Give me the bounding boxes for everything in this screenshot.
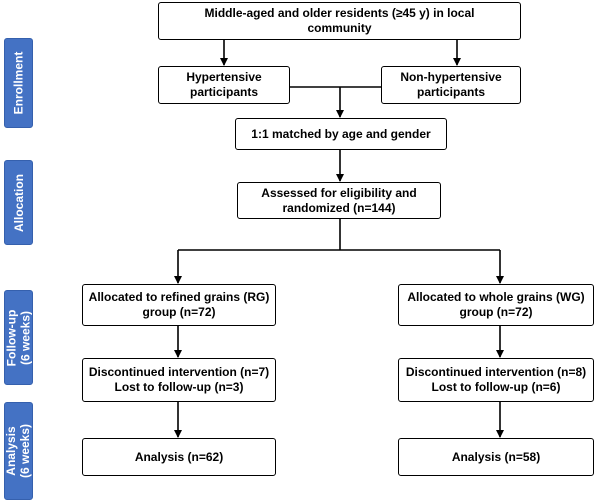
box-residents: Middle-aged and older residents (≥45 y) … xyxy=(158,2,521,40)
phase-allocation-label: Allocation xyxy=(11,173,26,232)
box-rg-discontinued: Discontinued intervention (n=7) Lost to … xyxy=(82,358,276,402)
box-matched: 1:1 matched by age and gender xyxy=(235,118,447,150)
phase-enrollment-label: Enrollment xyxy=(11,51,26,115)
box-wg-discontinued: Discontinued intervention (n=8) Lost to … xyxy=(398,358,594,402)
box-wg-group: Allocated to whole grains (WG) group (n=… xyxy=(398,284,594,326)
phase-followup: Follow-up (6 weeks) xyxy=(4,290,33,385)
phase-analysis: Analysis (6 weeks) xyxy=(4,402,33,500)
box-non-hypertensive: Non-hypertensive participants xyxy=(381,66,521,104)
box-rg-analysis: Analysis (n=62) xyxy=(82,438,276,476)
box-wg-analysis: Analysis (n=58) xyxy=(398,438,594,476)
box-assessed: Assessed for eligibility and randomized … xyxy=(237,182,441,219)
phase-enrollment: Enrollment xyxy=(4,38,33,128)
box-hypertensive: Hypertensive participants xyxy=(158,66,290,104)
phase-analysis-label: Analysis (6 weeks) xyxy=(4,423,33,479)
box-rg-group: Allocated to refined grains (RG) group (… xyxy=(82,284,276,326)
phase-allocation: Allocation xyxy=(4,160,33,245)
phase-followup-label: Follow-up (6 weeks) xyxy=(4,309,33,366)
